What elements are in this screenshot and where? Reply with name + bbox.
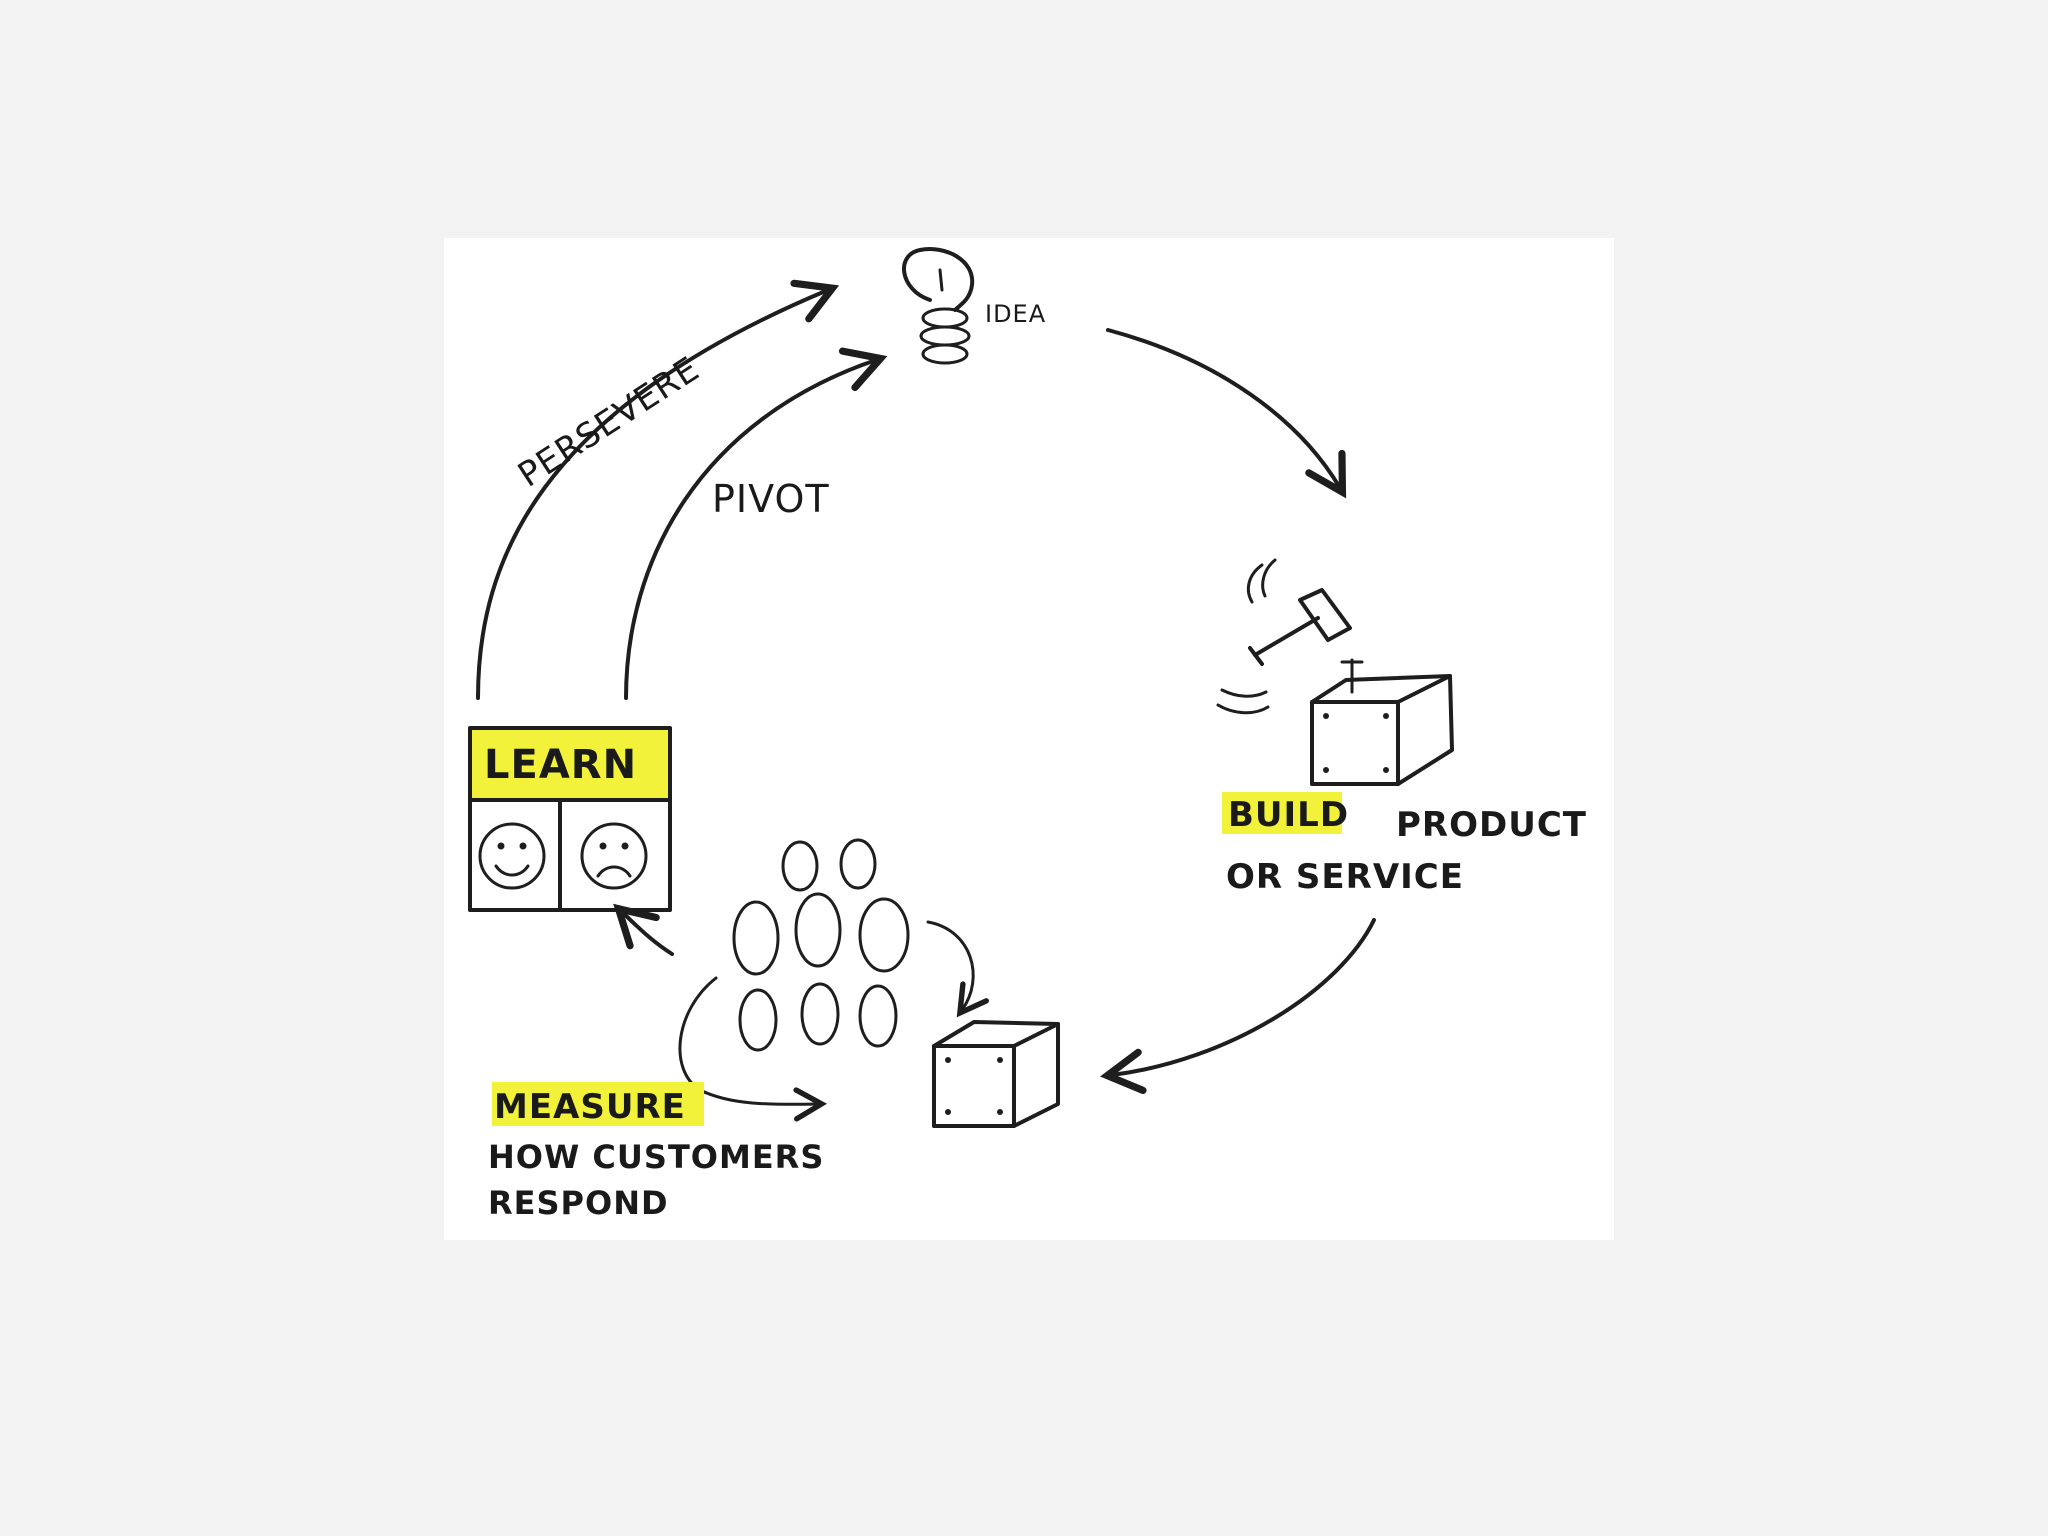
- arrow-customers-to-box: [926, 920, 989, 1018]
- happy-face-icon: [478, 822, 546, 890]
- arrow-measure-to-learn: [613, 903, 674, 956]
- build-label: BUILD: [1228, 795, 1349, 835]
- learn-board: [468, 726, 672, 912]
- delivered-box-icon: [932, 1020, 1060, 1128]
- hammer-icon: [1216, 558, 1352, 715]
- arrow-build-to-measure: [1100, 918, 1376, 1095]
- customers-icon: [732, 838, 910, 1052]
- measure-highlight: [492, 1082, 704, 1126]
- build-service-label: OR SERVICE: [1226, 857, 1464, 897]
- arrow-idea-to-build: [1106, 328, 1347, 499]
- learn-highlight: [472, 730, 668, 798]
- sad-face-icon: [580, 822, 648, 890]
- measure-line2: RESPOND: [488, 1184, 669, 1222]
- build-highlight: [1222, 792, 1342, 834]
- lightbulb-icon: [902, 247, 975, 365]
- build-product-label: PRODUCT: [1396, 805, 1587, 845]
- arrow-pivot: [624, 347, 888, 700]
- learn-label: LEARN: [484, 742, 637, 788]
- arrow-persevere: [476, 279, 840, 700]
- measure-line1: HOW CUSTOMERS: [488, 1138, 824, 1176]
- product-box-icon: [1310, 658, 1454, 786]
- idea-label: IDEA: [985, 300, 1046, 328]
- measure-label: MEASURE: [494, 1087, 686, 1127]
- pivot-label: PIVOT: [712, 477, 830, 521]
- persevere-label: PERSEVERE: [511, 349, 707, 496]
